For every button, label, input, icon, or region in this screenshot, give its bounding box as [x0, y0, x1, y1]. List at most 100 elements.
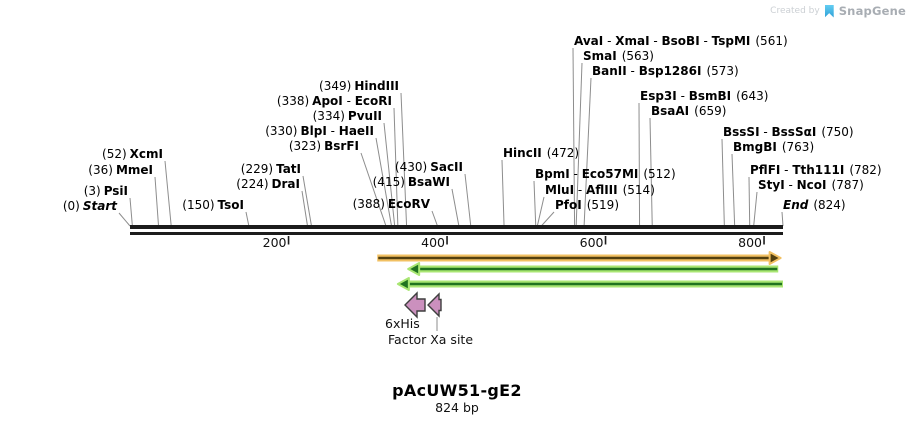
enzyme-name: EcoRV — [387, 197, 430, 211]
site-leader-line — [536, 196, 545, 227]
site-leader-line — [129, 197, 133, 227]
site-label-tsoi[interactable]: (150)TsoI — [182, 199, 244, 212]
site-label-apoi-ecori[interactable]: (338)ApoI - EcoRI — [277, 95, 392, 108]
site-name-separator: - — [326, 124, 339, 138]
ruler-number: 800 — [738, 235, 762, 250]
site-name-separator: - — [574, 183, 587, 197]
site-name: StyI - NcoI — [758, 178, 827, 192]
site-position: (573) — [706, 64, 739, 78]
site-leader-line — [575, 62, 583, 227]
tag-label: 6xHis — [385, 316, 420, 331]
site-name: EcoRV — [388, 197, 430, 211]
site-leader-line — [164, 160, 172, 227]
site-leader-line — [464, 173, 472, 227]
site-position: (349) — [319, 79, 352, 93]
site-label-hindiii[interactable]: (349)HindIII — [319, 80, 399, 93]
site-label-bsrfi[interactable]: (323)BsrFI — [289, 140, 359, 153]
enzyme-name: StyI — [758, 178, 785, 192]
site-position: (824) — [813, 198, 846, 212]
site-name-separator: - — [699, 34, 712, 48]
site-position: (782) — [849, 163, 882, 177]
site-leader-line — [572, 47, 576, 227]
enzyme-name: PvuII — [347, 109, 382, 123]
site-name: TsoI — [218, 198, 244, 212]
site-name: BlpI - HaeII — [300, 124, 374, 138]
site-name: TatI — [276, 162, 301, 176]
site-label-ecorv[interactable]: (388)EcoRV — [353, 198, 430, 211]
site-position: (750) — [821, 125, 854, 139]
enzyme-name: BssSαI — [771, 125, 817, 139]
feature-green-reverse-arrow-2[interactable] — [396, 277, 783, 291]
site-label-styi-ncoi[interactable]: StyI - NcoI(787) — [758, 179, 864, 192]
site-label-pvuii[interactable]: (334)PvuII — [313, 110, 382, 123]
site-leader-line — [302, 175, 312, 227]
enzyme-name: TspMI — [711, 34, 751, 48]
site-label-banii-bsp1286i[interactable]: BanII - Bsp1286I (573) — [592, 65, 739, 78]
enzyme-name: Bsp1286I — [638, 64, 702, 78]
site-name: PsiI — [104, 184, 128, 198]
enzyme-name: MmeI — [115, 163, 153, 177]
enzyme-name: BpmI — [535, 167, 570, 181]
site-position: (52) — [102, 147, 127, 161]
site-label-blpi-haeii[interactable]: (330)BlpI - HaeII — [265, 125, 374, 138]
site-label-mmei[interactable]: (36)MmeI — [88, 164, 153, 177]
site-label-drai[interactable]: (224)DraI — [236, 178, 300, 191]
enzyme-name: MluI — [545, 183, 575, 197]
site-position: (643) — [736, 89, 769, 103]
site-label-sacii[interactable]: (430)SacII — [395, 161, 463, 174]
site-label-end[interactable]: End(824) — [783, 199, 846, 212]
site-position: (512) — [643, 167, 676, 181]
site-label-xcmi[interactable]: (52)XcmI — [102, 148, 163, 161]
site-name: ApoI - EcoRI — [312, 94, 392, 108]
site-label-bsaai[interactable]: BsaAI (659) — [651, 105, 726, 118]
tag-arrow-0[interactable] — [404, 291, 426, 319]
site-leader-line — [360, 152, 387, 227]
site-label-smai[interactable]: SmaI(563) — [583, 50, 654, 63]
site-name: BsrFI — [324, 139, 359, 153]
sequence-line — [130, 232, 783, 235]
site-leader-line — [301, 190, 309, 227]
site-leader-line — [748, 176, 751, 227]
site-name: SacII — [430, 160, 463, 174]
site-name: XcmI — [130, 147, 163, 161]
site-name: BsaWI — [408, 175, 450, 189]
site-name: MluI - AflIII — [545, 183, 618, 197]
enzyme-name: NcoI — [796, 178, 827, 192]
site-leader-line — [501, 159, 505, 227]
site-name: BsaAI — [651, 104, 689, 118]
site-name-separator: - — [649, 34, 662, 48]
site-label-esp3i-bsmbi[interactable]: Esp3I - BsmBI(643) — [640, 90, 768, 103]
enzyme-name: AflIII — [586, 183, 618, 197]
site-name-separator: - — [784, 178, 797, 192]
site-position: (430) — [394, 160, 428, 174]
enzyme-name: BanII — [592, 64, 627, 78]
site-position: (763) — [781, 140, 815, 154]
site-name-separator: - — [603, 34, 616, 48]
site-position: (659) — [694, 104, 727, 118]
ruler-number: 600 — [579, 235, 604, 250]
site-label-bsssi-bsssαi[interactable]: BssSI - BssSαI(750) — [723, 126, 854, 139]
site-label-start[interactable]: (0)Start — [63, 200, 117, 213]
enzyme-name: Start — [82, 199, 117, 213]
site-label-avai-xmai-bsobi-tspmi[interactable]: AvaI - XmaI - BsoBI - TspMI(561) — [574, 35, 788, 48]
feature-green-reverse-arrow-1[interactable] — [407, 262, 779, 276]
site-label-tati[interactable]: (229)TatI — [241, 163, 301, 176]
site-label-hincii[interactable]: HincII(472) — [503, 147, 579, 160]
site-label-bmgbi[interactable]: BmgBI(763) — [733, 141, 814, 154]
site-name: BanII - Bsp1286I — [592, 64, 701, 78]
enzyme-name: Tth111I — [792, 163, 845, 177]
site-name: HindIII — [354, 79, 399, 93]
site-label-mlui-afliii[interactable]: MluI - AflIII(514) — [545, 184, 655, 197]
enzyme-name: BsrFI — [324, 139, 359, 153]
tag-label: Factor Xa site — [388, 332, 474, 347]
tag-arrow-1[interactable] — [427, 292, 442, 318]
site-label-bsawi[interactable]: (415)BsaWI — [373, 176, 450, 189]
site-label-bpmi-eco57mi[interactable]: BpmI - Eco57MI(512) — [535, 168, 676, 181]
site-position: (561) — [755, 34, 788, 48]
site-label-pfoi[interactable]: PfoI(519) — [555, 199, 619, 212]
site-label-psii[interactable]: (3)PsiI — [84, 185, 128, 198]
site-leader-line — [731, 153, 736, 227]
site-position: (563) — [621, 49, 654, 63]
site-label-pflfi-tth111i[interactable]: PflFI - Tth111I(782) — [750, 164, 882, 177]
feature-orange-forward-arrow[interactable] — [377, 251, 782, 265]
